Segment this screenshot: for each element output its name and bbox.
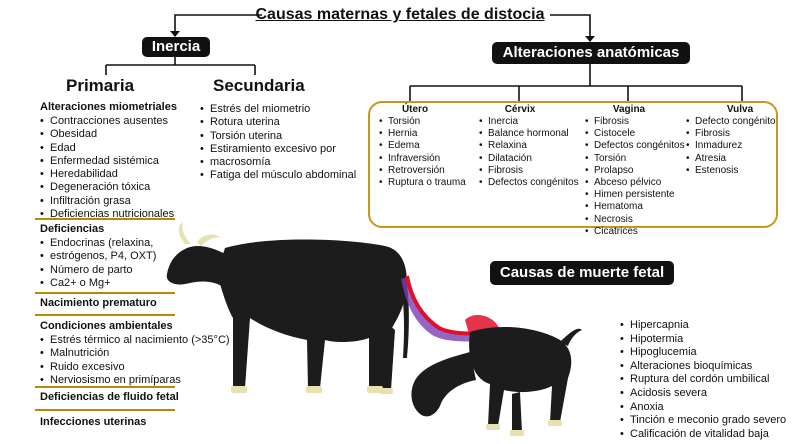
column-title-vulva: Vulva — [726, 104, 754, 115]
list-item: Hipoglucemia — [620, 346, 786, 360]
list-vagina: Fibrosis Cistocele Defectos congénitos T… — [585, 116, 685, 238]
list-item: estrógenos, P4, OXT) — [40, 250, 156, 264]
list-ambientales: Estrés térmico al nacimiento (>35°C) Mal… — [40, 334, 230, 387]
list-item: Fatiga del músculo abdominal — [200, 169, 356, 183]
list-item: Defectos congénitos — [585, 140, 685, 152]
secundaria-heading: Secundaria — [213, 76, 305, 95]
list-item: Inercia — [479, 116, 579, 128]
list-item: Malnutrición — [40, 347, 230, 361]
list-item: Necrosis — [585, 214, 685, 226]
list-item: Torsión uterina — [200, 130, 356, 144]
list-item: Obesidad — [40, 128, 174, 142]
list-item: Abceso pélvico — [585, 177, 685, 189]
list-item: Acidosis severa — [620, 387, 786, 401]
list-item: Prolapso — [585, 165, 685, 177]
list-alteraciones: Contracciones ausentes Obesidad Edad Enf… — [40, 115, 174, 222]
list-item: Tinción e meconio grado severo — [620, 414, 786, 428]
list-item: Relaxina — [479, 140, 579, 152]
section-title-deficiencias: Deficiencias — [40, 223, 105, 235]
list-item: Ruido excesivo — [40, 361, 230, 375]
list-utero: Torsión Hernia Edema Infraversión Retrov… — [379, 116, 466, 189]
list-item: Hipercapnia — [620, 319, 786, 333]
list-item: Defectos congénitos — [479, 177, 579, 189]
primaria-heading: Primaria — [66, 76, 135, 95]
muerte-fetal-pill: Causas de muerte fetal — [490, 261, 674, 285]
list-item: Fibrosis — [479, 165, 579, 177]
list-item: Heredabilidad — [40, 168, 174, 182]
list-item: Rotura uterina — [200, 116, 356, 130]
list-item: Infiltración grasa — [40, 195, 174, 209]
list-item: Número de parto — [40, 264, 156, 278]
list-item: Infraversión — [379, 153, 466, 165]
section-divider — [35, 314, 175, 316]
anatomicas-pill: Alteraciones anatómicas — [492, 42, 690, 64]
list-item: macrosomía — [200, 156, 356, 170]
section-divider — [35, 386, 175, 388]
list-item: Hipotermia — [620, 333, 786, 347]
diagram-title: Causas maternas y fetales de distocia — [255, 6, 545, 23]
column-title-utero: Útero — [401, 104, 429, 115]
list-item: Edad — [40, 142, 174, 156]
section-title-prematuro: Nacimiento prematuro — [40, 297, 157, 309]
list-muerte-fetal: Hipercapnia Hipotermia Hipoglucemia Alte… — [620, 319, 786, 441]
list-item: Anoxia — [620, 401, 786, 415]
list-item: Torsión — [379, 116, 466, 128]
list-item: Torsión — [585, 153, 685, 165]
list-item: Calificación de vitalidad baja — [620, 428, 786, 442]
section-divider — [35, 292, 175, 294]
list-item: Retroversión — [379, 165, 466, 177]
list-item: Ruptura o trauma — [379, 177, 466, 189]
list-item: Contracciones ausentes — [40, 115, 174, 129]
list-item: Estiramiento excesivo por — [200, 143, 356, 157]
section-title-infecciones: Infecciones uterinas — [40, 416, 147, 428]
list-item: Atresia — [686, 153, 776, 165]
list-item: Endocrinas (relaxina, — [40, 237, 156, 251]
list-item: Fibrosis — [686, 128, 776, 140]
list-item: Fibrosis — [585, 116, 685, 128]
list-vulva: Defecto congénito Fibrosis Inmadurez Atr… — [686, 116, 776, 177]
list-item: Balance hormonal — [479, 128, 579, 140]
list-item: Estenosis — [686, 165, 776, 177]
list-secundaria: Estrés del miometrio Rotura uterina Tors… — [200, 103, 356, 183]
list-item: Ruptura del cordón umbilical — [620, 373, 786, 387]
section-divider — [35, 218, 175, 220]
section-divider — [35, 409, 175, 411]
list-item: Edema — [379, 140, 466, 152]
column-title-vagina: Vagina — [612, 104, 646, 115]
list-item: Estrés térmico al nacimiento (>35°C) — [40, 334, 230, 348]
column-title-cervix: Cérvix — [504, 104, 536, 115]
list-item: Estrés del miometrio — [200, 103, 356, 117]
list-item: Hematoma — [585, 201, 685, 213]
list-item: Defecto congénito — [686, 116, 776, 128]
list-deficiencias: Endocrinas (relaxina, estrógenos, P4, OX… — [40, 237, 156, 290]
list-item: Alteraciones bioquímicas — [620, 360, 786, 374]
list-item: Inmadurez — [686, 140, 776, 152]
section-title-fluido: Deficiencias de fluido fetal — [40, 391, 179, 403]
anatomicas-box — [368, 101, 778, 228]
section-title-alteraciones: Alteraciones miometriales — [40, 101, 177, 113]
list-item: Deficiencias nutricionales — [40, 208, 174, 222]
list-item: Dilatación — [479, 153, 579, 165]
calf-illustration — [411, 326, 582, 436]
list-item: Enfermedad sistémica — [40, 155, 174, 169]
inercia-pill: Inercia — [142, 37, 210, 57]
buffalo-cow-illustration — [166, 222, 409, 394]
list-cervix: Inercia Balance hormonal Relaxina Dilata… — [479, 116, 579, 189]
list-item: Cicatrices — [585, 226, 685, 238]
list-item: Himen persistente — [585, 189, 685, 201]
list-item: Hernia — [379, 128, 466, 140]
section-title-ambientales: Condiciones ambientales — [40, 320, 173, 332]
list-item: Nerviosismo en primíparas — [40, 374, 230, 388]
list-item: Degeneración tóxica — [40, 181, 174, 195]
list-item: Cistocele — [585, 128, 685, 140]
list-item: Ca2+ o Mg+ — [40, 277, 156, 291]
